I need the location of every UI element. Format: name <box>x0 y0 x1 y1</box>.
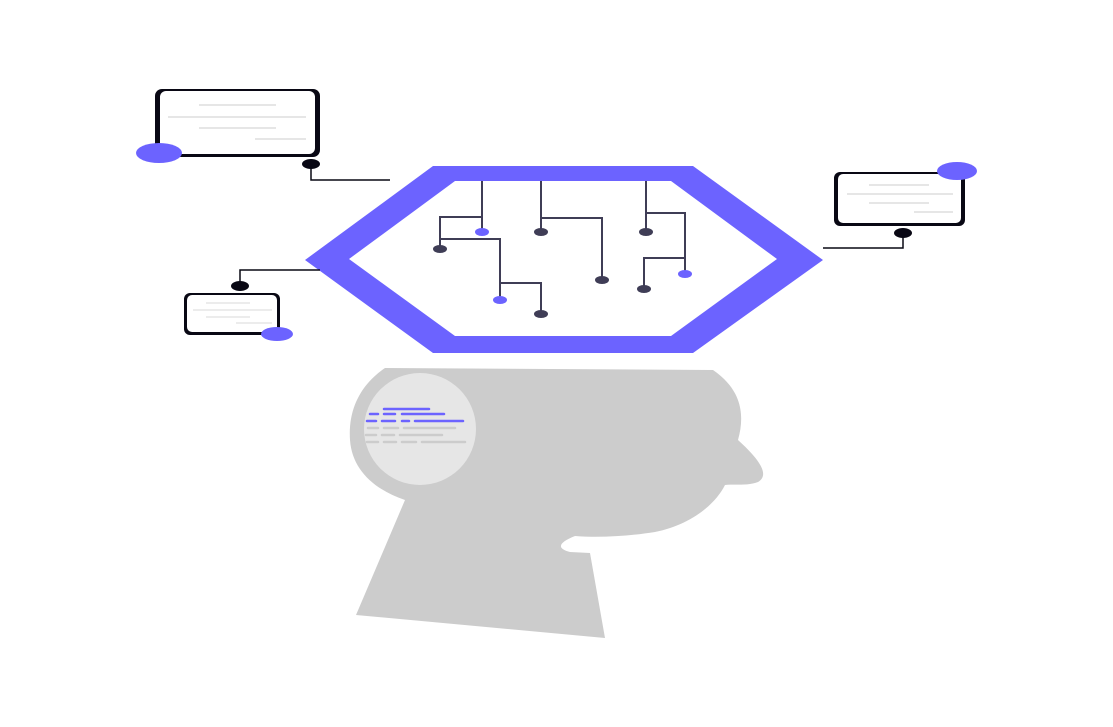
note-card-icon <box>160 91 315 154</box>
head-silhouette <box>349 368 764 638</box>
connector-line-top-left <box>310 164 390 181</box>
ear-code-lines <box>364 407 467 444</box>
circuit-hexagon <box>305 166 823 353</box>
accent-dot-icon <box>136 143 182 163</box>
note-card-icon <box>838 174 961 223</box>
circuit-trace <box>643 257 685 289</box>
circuit-node-icon <box>433 245 447 253</box>
pin-icon <box>894 228 912 238</box>
connector-pins <box>231 159 912 291</box>
accent-dot-icon <box>937 162 977 180</box>
circuit-node-icon <box>475 228 489 236</box>
pin-icon <box>302 159 320 169</box>
connector-line-right <box>823 233 904 249</box>
circuit-node-icon <box>534 228 548 236</box>
hexagon-frame <box>305 166 823 353</box>
circuit-trace <box>541 217 603 280</box>
pin-icon <box>231 281 249 291</box>
note-card-top-left <box>136 89 320 163</box>
circuit-node-icon <box>493 296 507 304</box>
circuit-trace <box>440 238 501 300</box>
circuit-node-icon <box>534 310 548 318</box>
note-card-icon <box>187 295 277 332</box>
circuit-node-icon <box>637 285 651 293</box>
circuit-trace <box>500 282 542 314</box>
circuit-trace <box>646 212 686 274</box>
circuit-node-icon <box>678 270 692 278</box>
note-card-left <box>184 293 293 341</box>
accent-dot-icon <box>261 327 293 341</box>
circuit-node-icon <box>639 228 653 236</box>
circuit-nodes <box>433 228 692 318</box>
note-card-right <box>834 162 977 226</box>
circuit-node-icon <box>595 276 609 284</box>
connector-line-left <box>239 269 320 286</box>
circuit-traces <box>439 181 686 314</box>
